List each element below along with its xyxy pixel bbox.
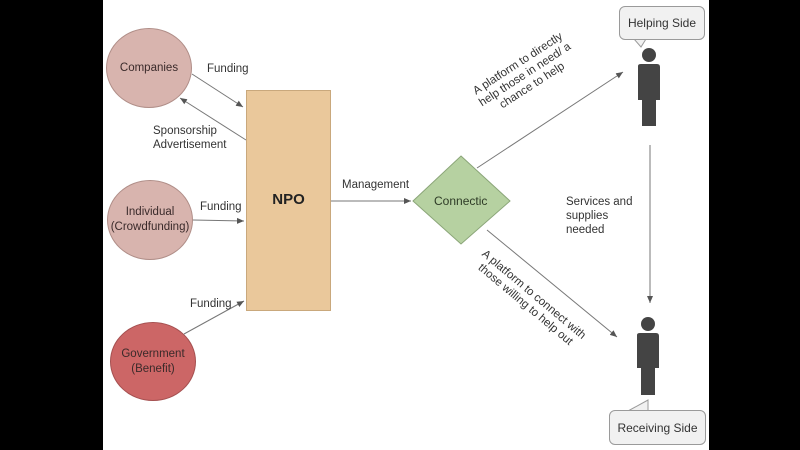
helping-bubble-tail	[633, 38, 647, 48]
receiving-bubble-tail	[627, 399, 649, 412]
services-line1: Services and	[566, 196, 633, 208]
services-line3: needed	[566, 224, 605, 236]
individual-label-line2: (Crowdfunding)	[110, 221, 190, 233]
individual-funding-label: Funding	[200, 201, 242, 213]
helping-side-label: Helping Side	[627, 16, 697, 30]
diagram-canvas	[103, 0, 709, 450]
management-label: Management	[342, 179, 410, 191]
government-label-line1: Government	[121, 347, 185, 360]
individual-label: Individual (Crowdfunding)	[111, 205, 190, 235]
sponsorship-line2: Advertisement	[153, 139, 227, 151]
connectic-diamond[interactable]	[412, 155, 511, 245]
helping-side-bubble[interactable]: Helping Side	[619, 6, 705, 40]
individual-node[interactable]: Individual (Crowdfunding)	[107, 180, 193, 260]
receiving-side-label: Receiving Side	[617, 420, 698, 435]
government-label: Government (Benefit)	[121, 347, 184, 377]
government-label-line2: (Benefit)	[131, 362, 175, 375]
npo-node[interactable]: NPO	[246, 90, 331, 311]
receiving-side-bubble[interactable]: Receiving Side	[609, 410, 706, 445]
government-funding-label: Funding	[190, 298, 232, 310]
arrow-npo-to-companies	[179, 97, 247, 141]
government-node[interactable]: Government (Benefit)	[110, 322, 196, 401]
services-line2: supplies	[566, 210, 609, 222]
arrow-government-to-npo	[183, 300, 245, 335]
arrow-companies-to-npo	[191, 73, 244, 108]
sponsorship-label: Sponsorship Advertisement	[153, 124, 227, 152]
helping-person-icon	[638, 48, 660, 126]
sponsorship-line1: Sponsorship	[153, 125, 217, 137]
companies-label: Companies	[119, 61, 179, 74]
receiving-person-icon	[637, 317, 659, 395]
npo-label: NPO	[272, 191, 305, 208]
connectic-label: Connectic	[434, 194, 488, 208]
arrow-connectic-to-helping	[476, 71, 624, 169]
services-label: Services and supplies needed	[566, 195, 632, 237]
companies-funding-label: Funding	[207, 63, 249, 75]
individual-label-line1: Individual	[125, 206, 175, 218]
arrow-connectic-to-receiving	[486, 229, 618, 338]
arrow-individual-to-npo	[192, 217, 245, 224]
companies-node[interactable]: Companies	[106, 28, 192, 108]
